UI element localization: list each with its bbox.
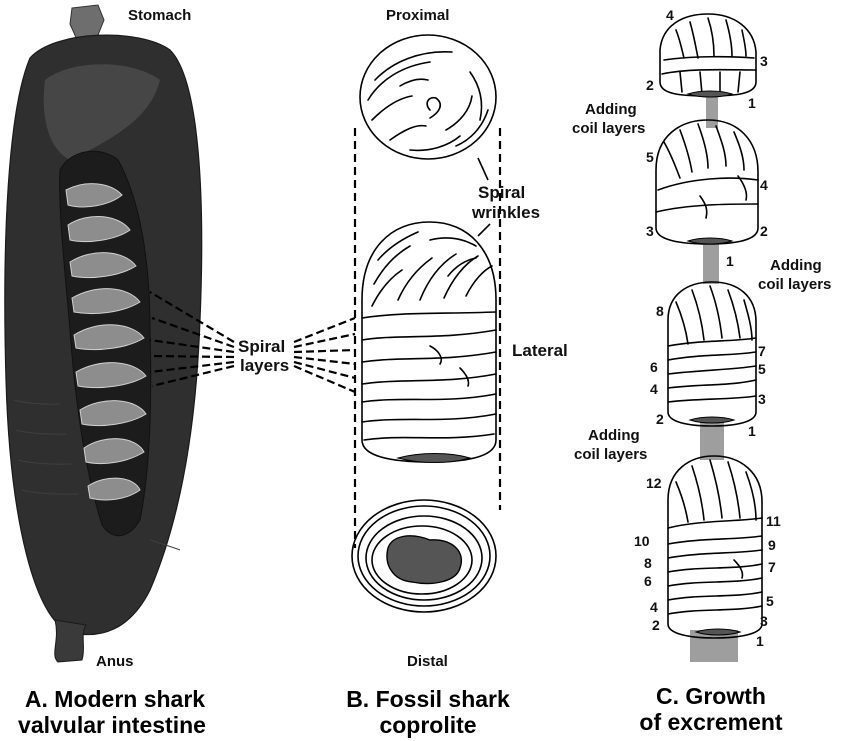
s2-num-5: 5 bbox=[646, 149, 654, 165]
s2-num-3: 3 bbox=[646, 223, 654, 239]
lateral-core-mark bbox=[396, 453, 472, 463]
caption-c-line2: of excrement bbox=[639, 709, 783, 735]
panel-b-coprolite: Proximal Spiral wrinkles bbox=[351, 7, 568, 670]
s4-num-9: 9 bbox=[768, 537, 776, 553]
s3-num-1: 1 bbox=[748, 423, 756, 439]
s4-num-6: 6 bbox=[644, 573, 652, 589]
proximal-label: Proximal bbox=[386, 7, 449, 24]
s1-num-1: 1 bbox=[748, 95, 756, 111]
spiral-layers-label-line1: Spiral bbox=[238, 337, 285, 356]
distal-core bbox=[386, 535, 463, 585]
growth-stage-3 bbox=[667, 281, 757, 427]
growth-stage-4 bbox=[667, 455, 763, 639]
s3-num-6: 6 bbox=[650, 359, 658, 375]
stalk-2 bbox=[703, 240, 719, 284]
s2-num-4: 4 bbox=[760, 177, 768, 193]
distal-view bbox=[351, 499, 497, 613]
s4-num-11: 11 bbox=[766, 513, 781, 529]
spiral-layers-label-line2: layers bbox=[240, 356, 289, 375]
stomach-label: Stomach bbox=[128, 7, 191, 24]
s4-num-8: 8 bbox=[644, 555, 652, 571]
s4-num-1: 1 bbox=[756, 633, 764, 649]
s1-num-4: 4 bbox=[666, 7, 674, 23]
adding-label-2-line1: Adding bbox=[770, 257, 822, 274]
panel-c-growth: 4 3 2 1 Adding coil layers 5 4 3 2 1 Add… bbox=[572, 7, 831, 662]
adding-label-3-line1: Adding bbox=[588, 427, 640, 444]
s4-num-2: 2 bbox=[652, 617, 660, 633]
wrinkles-pointer-top bbox=[477, 157, 489, 181]
intestine-sheen bbox=[43, 64, 160, 160]
panel-a-intestine bbox=[4, 4, 203, 663]
s1-num-2: 2 bbox=[646, 77, 654, 93]
caption-b-line1: B. Fossil shark bbox=[346, 686, 510, 712]
stalk-1 bbox=[706, 92, 718, 128]
caption-a-line1: A. Modern shark bbox=[25, 686, 205, 712]
adding-label-1-line1: Adding bbox=[585, 101, 637, 118]
s2-num-1: 1 bbox=[726, 253, 734, 269]
s3-num-7: 7 bbox=[758, 343, 766, 359]
growth-stage-1 bbox=[659, 13, 757, 98]
s4-num-7: 7 bbox=[768, 559, 776, 575]
lateral-view bbox=[361, 221, 497, 463]
s4-num-12: 12 bbox=[646, 475, 662, 491]
s2-num-2: 2 bbox=[760, 223, 768, 239]
adding-label-2-line2: coil layers bbox=[758, 276, 831, 293]
s4-num-5: 5 bbox=[766, 593, 774, 609]
anus-label: Anus bbox=[96, 653, 134, 670]
s3-num-5: 5 bbox=[758, 361, 766, 377]
s3-num-3: 3 bbox=[758, 391, 766, 407]
intestine-bottom-tip bbox=[54, 619, 87, 663]
pointer-lines-left bbox=[149, 291, 235, 388]
lateral-label: Lateral bbox=[512, 341, 568, 360]
s3-num-4: 4 bbox=[650, 381, 658, 397]
adding-label-1-line2: coil layers bbox=[572, 120, 645, 137]
adding-label-3-line2: coil layers bbox=[574, 446, 647, 463]
pointer-lines-right bbox=[293, 316, 356, 394]
intestine-surface-bands bbox=[13, 399, 181, 551]
caption-c-line1: C. Growth bbox=[656, 683, 766, 709]
spiral-folds bbox=[65, 183, 147, 501]
growth-stage-2 bbox=[655, 119, 759, 245]
s4-num-3: 3 bbox=[760, 613, 768, 629]
s1-num-3: 3 bbox=[760, 53, 768, 69]
wrinkles-pointer-bottom bbox=[477, 223, 491, 237]
caption-a-line2: valvular intestine bbox=[18, 712, 206, 738]
s3-num-8: 8 bbox=[656, 303, 664, 319]
spiral-wrinkles-label-line1: Spiral bbox=[478, 183, 525, 202]
distal-label: Distal bbox=[407, 653, 448, 670]
s3-num-2: 2 bbox=[656, 411, 664, 427]
s4-num-10: 10 bbox=[634, 533, 650, 549]
caption-b-line2: coprolite bbox=[379, 712, 476, 738]
spiral-wrinkles-label-line2: wrinkles bbox=[471, 203, 540, 222]
proximal-view bbox=[359, 34, 497, 160]
s4-num-4: 4 bbox=[650, 599, 658, 615]
